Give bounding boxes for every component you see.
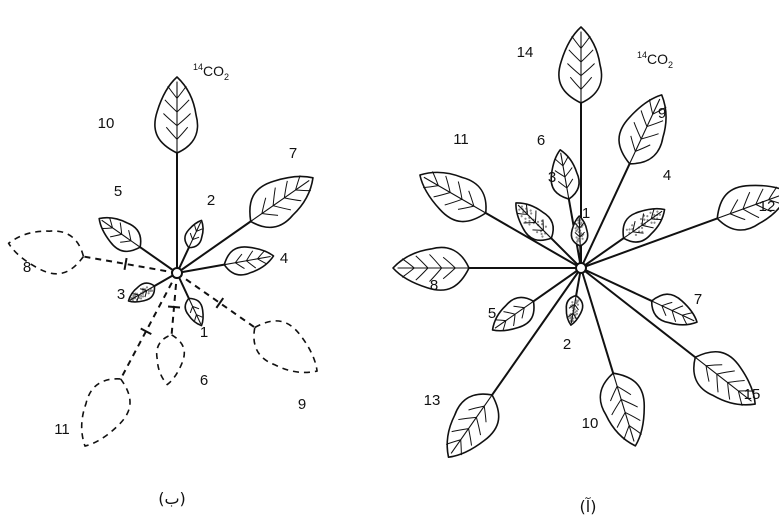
a-leaf-number-14: 14 bbox=[517, 44, 534, 61]
b-leaf-blade-8 bbox=[5, 223, 87, 278]
a-leaf-number-1: 1 bbox=[582, 205, 590, 222]
a-leaf-4 bbox=[615, 198, 672, 249]
b-stem-center bbox=[172, 268, 182, 278]
b-cut-mark-8 bbox=[125, 258, 127, 270]
caption-b: (ب) bbox=[158, 489, 186, 508]
b-leaf-blade-11 bbox=[67, 369, 140, 456]
a-leaf-number-3: 3 bbox=[548, 169, 556, 186]
b-petiole-5 bbox=[140, 247, 177, 273]
b-leaf-number-3: 3 bbox=[117, 286, 125, 303]
co2-label-a: 14CO2 bbox=[637, 50, 673, 70]
b-cut-mark-6 bbox=[168, 306, 180, 307]
a-petiole-10 bbox=[581, 268, 613, 373]
a-leaf-blade-13 bbox=[432, 383, 511, 470]
b-leaf-4 bbox=[222, 242, 276, 278]
b-leaf-9 bbox=[243, 309, 330, 388]
b-leaf-5 bbox=[91, 208, 148, 259]
b-leaf-11 bbox=[67, 369, 140, 456]
b-leaf-2 bbox=[181, 217, 208, 251]
a-leaf-11 bbox=[409, 157, 496, 232]
b-leaf-number-4: 4 bbox=[280, 250, 288, 267]
a-petiole-13 bbox=[492, 268, 581, 395]
b-leaf-number-6: 6 bbox=[200, 372, 208, 389]
b-leaf-7 bbox=[238, 160, 325, 239]
b-leaf-number-8: 8 bbox=[23, 259, 31, 276]
a-leaf-14 bbox=[559, 27, 602, 103]
b-leaf-number-7: 7 bbox=[289, 145, 297, 162]
a-leaf-number-2: 2 bbox=[563, 336, 571, 353]
b-cut-mark-9 bbox=[216, 298, 223, 308]
a-leaf-number-11: 11 bbox=[453, 131, 469, 148]
b-petiole-8 bbox=[83, 257, 177, 273]
a-leaf-15 bbox=[683, 340, 769, 420]
b-leaf-10 bbox=[155, 77, 198, 153]
b-leaf-number-1: 1 bbox=[200, 324, 208, 341]
b-leaf-number-2: 2 bbox=[207, 192, 215, 209]
co2-label-b: 14CO2 bbox=[193, 62, 229, 82]
a-leaf-blade-10 bbox=[594, 367, 657, 452]
a-leaf-number-5: 5 bbox=[488, 305, 496, 322]
a-leaf-number-4: 4 bbox=[663, 167, 671, 184]
b-leaf-blade-6 bbox=[154, 334, 186, 386]
b-leaf-number-9: 9 bbox=[298, 396, 306, 413]
b-petiole-6 bbox=[172, 273, 177, 335]
a-leaf-number-7: 7 bbox=[694, 291, 702, 308]
b-leaf-number-10: 10 bbox=[98, 115, 115, 132]
a-leaf-blade-11 bbox=[409, 157, 496, 232]
a-leaf-number-10: 10 bbox=[582, 415, 599, 432]
caption-a: (آ) bbox=[580, 497, 597, 516]
a-leaf-number-9: 9 bbox=[658, 105, 666, 122]
b-leaf-blade-9 bbox=[243, 309, 330, 388]
a-leaf-13 bbox=[432, 383, 511, 470]
a-leaf-10 bbox=[594, 367, 657, 452]
a-leaf-number-6: 6 bbox=[537, 132, 545, 149]
b-leaf-3 bbox=[125, 279, 159, 308]
b-leaf-8 bbox=[5, 223, 87, 278]
b-leaf-number-11: 11 bbox=[54, 421, 70, 438]
a-stem-center bbox=[576, 263, 586, 273]
b-leaf-number-5: 5 bbox=[114, 183, 122, 200]
a-leaf-number-15: 15 bbox=[744, 386, 761, 403]
b-leaf-6 bbox=[154, 334, 186, 386]
a-leaf-blade-14 bbox=[559, 27, 602, 103]
a-leaf-blade-9 bbox=[610, 86, 681, 173]
a-leaf-number-12: 12 bbox=[759, 198, 776, 215]
a-leaf-number-8: 8 bbox=[430, 277, 438, 294]
a-leaf-2 bbox=[563, 294, 584, 326]
a-leaf-9 bbox=[610, 86, 681, 173]
a-leaf-blade-15 bbox=[683, 340, 769, 420]
b-leaf-blade-10 bbox=[155, 77, 198, 153]
a-leaf-number-13: 13 bbox=[424, 392, 441, 409]
b-leaf-blade-7 bbox=[238, 160, 325, 239]
